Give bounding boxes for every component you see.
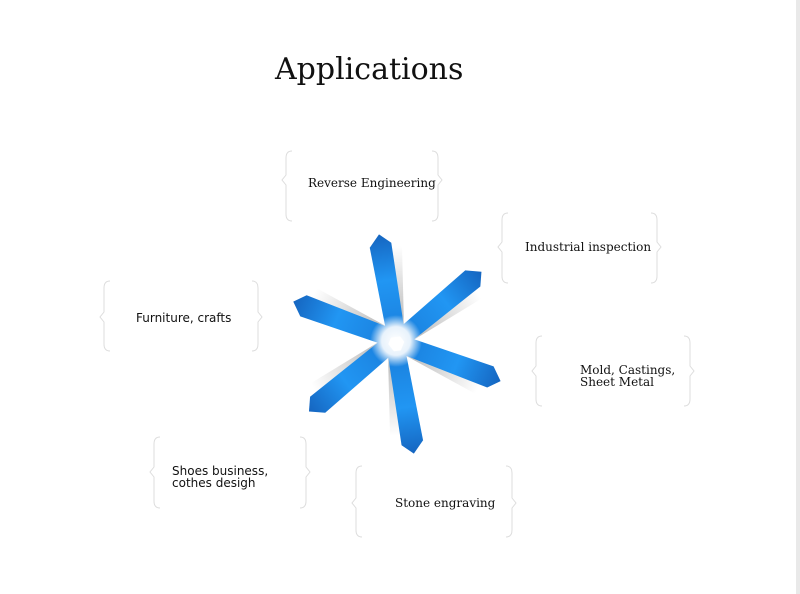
- label-stone-engraving: Stone engraving: [395, 496, 496, 510]
- label-reverse-engineering: Reverse Engineering: [308, 176, 436, 190]
- bracket-reverse-engineering: [281, 150, 443, 222]
- ray-up: [369, 234, 406, 339]
- label-mold-castings: Mold, Castings, Sheet Metal: [580, 363, 676, 389]
- ray-down: [387, 349, 424, 454]
- bracket-industrial-inspection: [497, 212, 662, 284]
- hub-center: [370, 315, 422, 367]
- label-furniture-crafts: Furniture, crafts: [136, 311, 232, 325]
- slide-title: Applications: [275, 52, 464, 87]
- slide-edge: [796, 0, 800, 594]
- label-shoes-business: Shoes business, cothes desigh: [172, 464, 269, 490]
- ray-left: [293, 295, 395, 347]
- bracket-stone-engraving: [351, 465, 517, 538]
- ray-lower-right: [399, 336, 501, 388]
- bracket-mold-castings: [531, 335, 695, 407]
- callout-brackets: [99, 150, 695, 538]
- bracket-furniture-crafts: [99, 280, 263, 352]
- label-industrial-inspection: Industrial inspection: [525, 240, 652, 254]
- ray-lower-left: [308, 338, 395, 413]
- bracket-shoes-business: [149, 436, 311, 509]
- ray-star: [293, 234, 501, 454]
